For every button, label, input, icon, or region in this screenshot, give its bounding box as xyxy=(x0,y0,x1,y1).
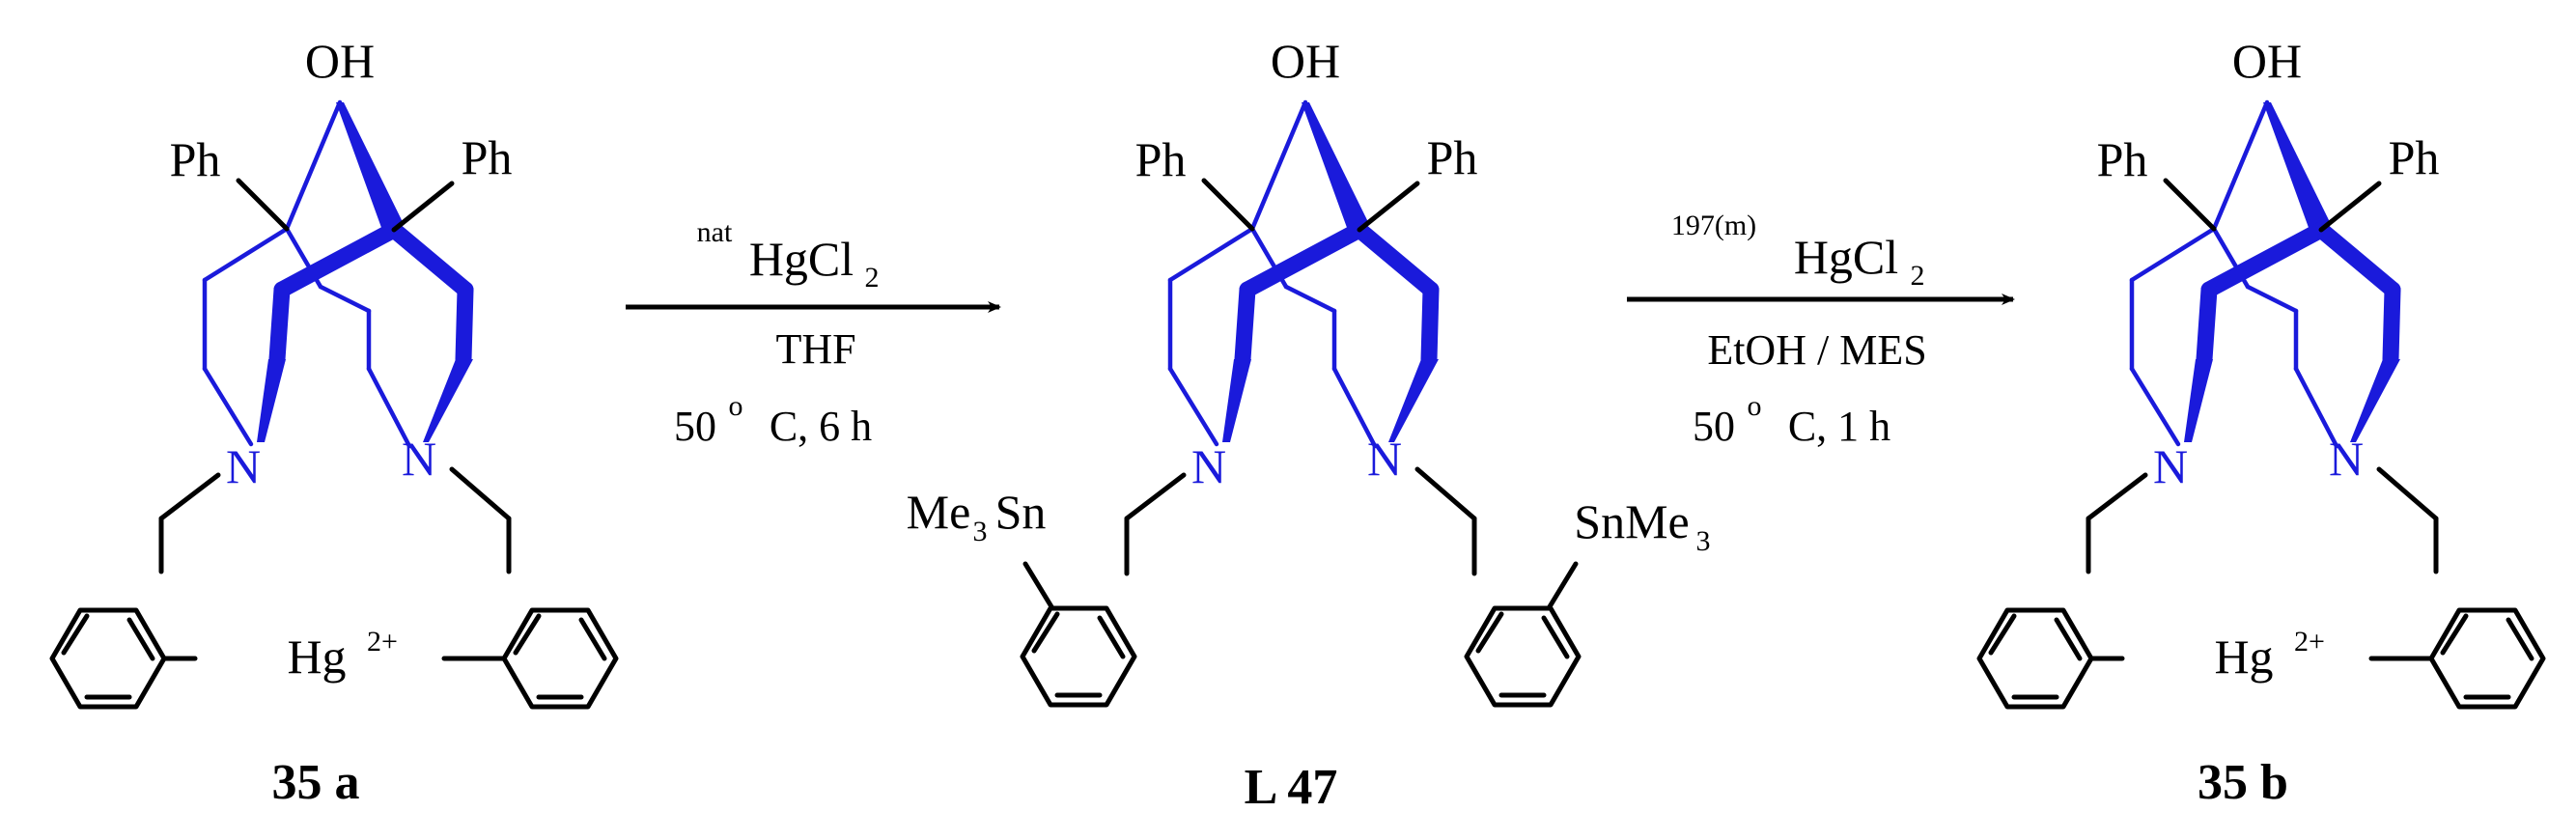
ph-left-label: Ph xyxy=(1135,132,1187,186)
compound-label: L 47 xyxy=(1245,760,1338,815)
temp-b: C, 6 h xyxy=(770,403,872,450)
sn-left-me: Me xyxy=(907,485,971,539)
solvent-label: THF xyxy=(775,325,855,373)
compound-35b: OH Ph Ph N N Hg 2+ 35 b xyxy=(1979,34,2543,810)
hg-label: Hg xyxy=(287,630,346,684)
compound-L47: OH Ph Ph N N Me 3 Sn SnMe 3 L 47 xyxy=(907,34,1711,815)
oh-label: OH xyxy=(305,34,375,88)
ph-right-label: Ph xyxy=(462,130,513,184)
temp-a: 50 xyxy=(674,403,716,450)
reaction-arrow-2: 197(m) HgCl 2 EtOH / MES 50 o C, 1 h xyxy=(1627,210,2015,450)
compound-label: 35 a xyxy=(272,755,360,810)
ph-right-label: Ph xyxy=(2389,130,2440,184)
temp-sup: o xyxy=(729,390,743,422)
temp-sup: o xyxy=(1748,390,1762,422)
temp-b: C, 1 h xyxy=(1788,403,1890,450)
temp-a: 50 xyxy=(1693,403,1735,450)
n-left-label: N xyxy=(226,439,261,493)
reagent-main: HgCl xyxy=(1794,230,1898,284)
compound-label: 35 b xyxy=(2198,755,2288,810)
sn-right-snme: SnMe xyxy=(1574,494,1689,548)
sn-left-sn: Sn xyxy=(995,485,1047,539)
oh-label: OH xyxy=(2232,34,2302,88)
reagent-sup: 197(m) xyxy=(1671,210,1756,241)
n-right-label: N xyxy=(1367,432,1402,486)
sn-right-sub: 3 xyxy=(1696,525,1711,557)
reagent-main: HgCl xyxy=(749,232,854,286)
n-right-label: N xyxy=(2329,432,2364,486)
reagent-sub: 2 xyxy=(865,262,880,294)
solvent-label: EtOH / MES xyxy=(1707,326,1926,374)
reagent-sup: nat xyxy=(697,216,733,248)
hg-charge: 2+ xyxy=(2294,626,2325,658)
sn-left-sub: 3 xyxy=(973,516,988,547)
n-left-label: N xyxy=(2153,439,2188,493)
ph-left-label: Ph xyxy=(170,132,221,186)
hg-charge: 2+ xyxy=(367,626,398,658)
ph-left-label: Ph xyxy=(2097,132,2148,186)
compound-35a: OH Ph Ph N N Hg 2+ 35 a xyxy=(52,34,616,810)
hg-label: Hg xyxy=(2214,630,2273,684)
reagent-sub: 2 xyxy=(1911,260,1925,292)
reaction-arrow-1: nat HgCl 2 THF 50 o C, 6 h xyxy=(626,216,1001,450)
oh-label: OH xyxy=(1271,34,1340,88)
n-right-label: N xyxy=(402,432,436,486)
n-left-label: N xyxy=(1191,439,1226,493)
ph-right-label: Ph xyxy=(1427,130,1478,184)
